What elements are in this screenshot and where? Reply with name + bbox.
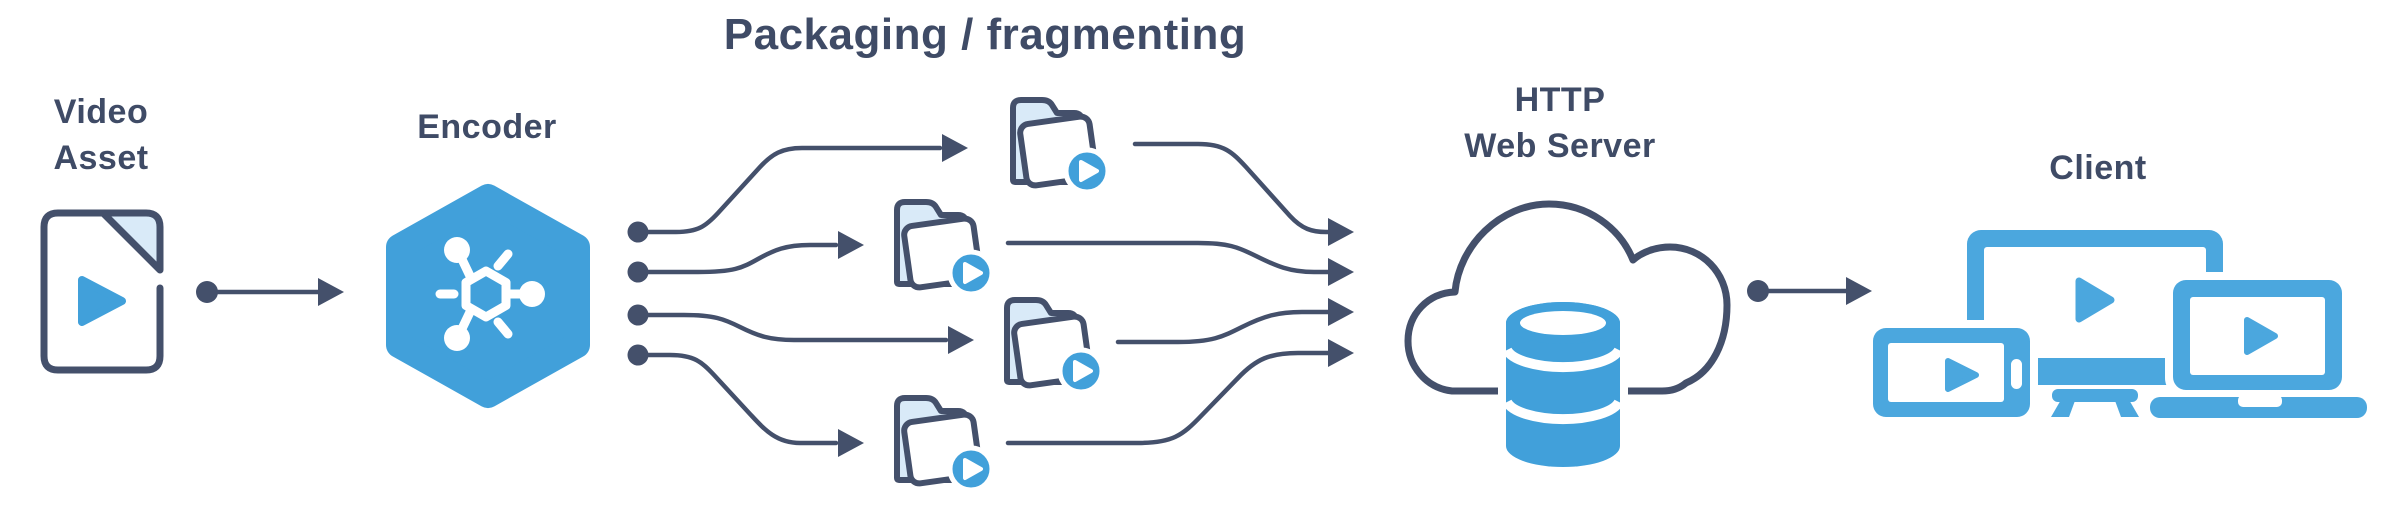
client-label: Client <box>2049 149 2147 187</box>
video-folder-icon <box>897 398 992 490</box>
flow-arrow-video-to-encoder <box>196 278 344 306</box>
video-folder-icon <box>1013 100 1108 192</box>
video-folder-icon <box>897 202 992 294</box>
web-server-label-line1: HTTP <box>1514 81 1606 119</box>
packaging-title: Packaging / fragmenting <box>723 10 1247 59</box>
arrowhead-icon <box>838 134 974 457</box>
play-icon <box>1945 358 1979 392</box>
web-server-label: HTTP Web Server <box>1464 77 1655 169</box>
packaging-merge-lines <box>1005 141 1354 446</box>
video-folder-icon <box>1007 300 1102 392</box>
tablet-icon <box>1865 320 2038 425</box>
video-asset-label: Video Asset <box>53 89 148 181</box>
cloud-database-icon <box>1404 200 1731 475</box>
database-icon <box>1498 294 1628 475</box>
packaging-folders <box>897 100 1108 490</box>
molecule-icon <box>435 237 545 351</box>
laptop-icon <box>2142 272 2375 425</box>
play-icon <box>2075 277 2115 323</box>
web-server-label-line2: Web Server <box>1464 127 1656 165</box>
encoder-fanout-lines <box>627 134 974 457</box>
play-icon <box>2244 317 2278 355</box>
encoder-hexagon-icon <box>386 184 590 408</box>
flow-arrow-server-to-client <box>1747 277 1872 305</box>
video-file-icon <box>40 209 164 374</box>
arrowhead-icon <box>318 278 344 306</box>
multi-device-icon <box>1865 230 2375 425</box>
arrowhead-icon <box>1328 218 1354 367</box>
video-asset-label-line1: Video <box>53 93 149 131</box>
encoder-label: Encoder <box>417 108 557 146</box>
video-asset-label-line2: Asset <box>53 139 149 177</box>
arrowhead-icon <box>1846 277 1872 305</box>
play-icon <box>78 276 126 326</box>
